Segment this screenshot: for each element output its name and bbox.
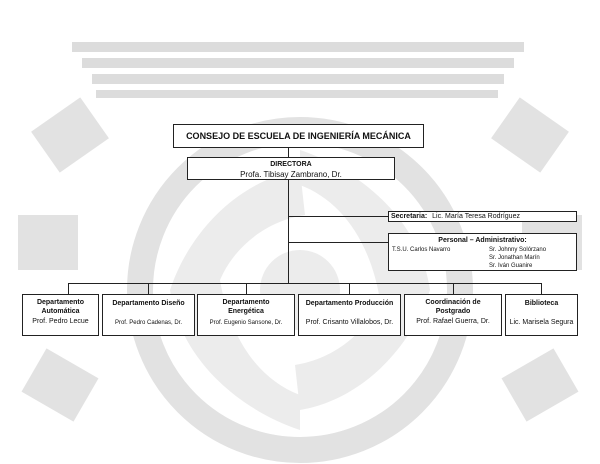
director-role: DIRECTORA [270, 161, 312, 168]
connector-director-trunk [288, 180, 289, 283]
connector-admin-staff [288, 242, 388, 243]
council-title: CONSEJO DE ESCUELA DE INGENIERÍA MECÁNIC… [186, 131, 411, 141]
department-head: Prof. Crisanto Villalobos, Dr. [305, 319, 394, 326]
secretary-name: Lic. María Teresa Rodríguez [432, 213, 520, 220]
secretary-label: Secretaria: [391, 213, 428, 220]
connector-dept-3 [246, 283, 247, 294]
department-head: Prof. Pedro Lecue [32, 318, 89, 325]
department-title: Coordinación de Postgrado [425, 299, 481, 315]
connector-dept-2 [148, 283, 149, 294]
secretary-box: Secretaria: Lic. María Teresa Rodríguez [388, 211, 577, 222]
department-head: Prof. Rafael Guerra, Dr. [416, 318, 490, 325]
connector-departments-bus [68, 283, 541, 284]
admin-staff-member-1: T.S.U. Carlos Navarro [392, 247, 451, 253]
department-box-biblioteca: Biblioteca Lic. Marisela Segura [505, 294, 578, 336]
council-box: CONSEJO DE ESCUELA DE INGENIERÍA MECÁNIC… [173, 124, 424, 148]
connector-dept-4 [349, 283, 350, 294]
admin-staff-box: Personal – Administrativo: T.S.U. Carlos… [388, 233, 577, 271]
department-head: Prof. Pedro Cadenas, Dr. [114, 320, 183, 326]
director-name: Profa. Tibisay Zambrano, Dr. [240, 170, 342, 179]
department-title: Departamento Automática [36, 299, 85, 315]
admin-staff-member-3: Sr. Jonathan Marín [489, 255, 540, 261]
department-box-energetica: Departamento Energética Prof. Eugenio Sa… [197, 294, 295, 336]
admin-staff-member-4: Sr. Iván Guanire [489, 263, 533, 269]
admin-staff-title: Personal – Administrativo: [438, 237, 527, 244]
department-head: Lic. Marisela Segura [509, 319, 574, 326]
director-box: DIRECTORA Profa. Tibisay Zambrano, Dr. [187, 157, 395, 180]
department-title: Biblioteca [524, 300, 559, 307]
department-head: Prof. Eugenio Sansone, Dr. [209, 320, 283, 326]
department-title: Departamento Energética [222, 299, 270, 315]
connector-dept-5 [453, 283, 454, 294]
connector-dept-1 [68, 283, 69, 294]
department-title: Departamento Diseño [112, 300, 185, 307]
department-box-postgrado: Coordinación de Postgrado Prof. Rafael G… [404, 294, 502, 336]
connector-council-director [288, 148, 289, 157]
department-title: Departamento Producción [305, 300, 394, 307]
connector-secretary [288, 216, 388, 217]
connector-dept-6 [541, 283, 542, 294]
department-box-automatica: Departamento Automática Prof. Pedro Lecu… [22, 294, 99, 336]
department-box-diseno: Departamento Diseño Prof. Pedro Cadenas,… [102, 294, 195, 336]
admin-staff-member-2: Sr. Johnny Solórzano [489, 247, 547, 253]
department-box-produccion: Departamento Producción Prof. Crisanto V… [298, 294, 401, 336]
